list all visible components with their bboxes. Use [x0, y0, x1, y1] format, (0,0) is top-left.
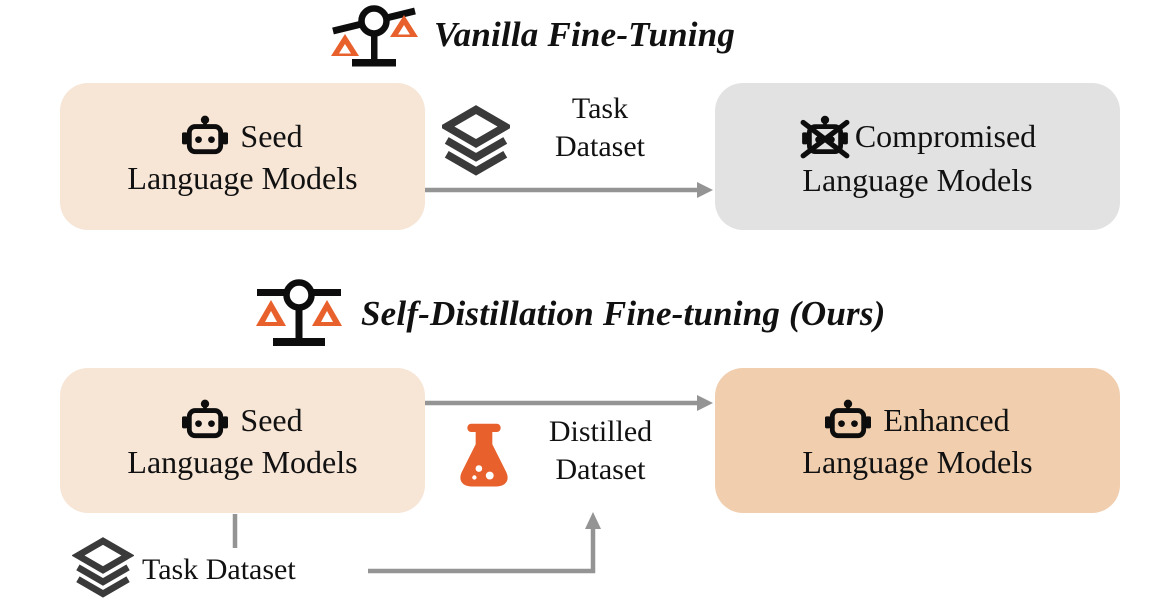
enhanced-label2: Language Models — [802, 443, 1033, 480]
enhanced-box: Enhanced Language Models — [715, 368, 1120, 513]
layers-icon — [442, 105, 510, 182]
arrowhead-sdft — [697, 395, 713, 411]
sdft-seed-line2: Language Models — [127, 441, 357, 483]
distilled-label-line1: Distilled — [548, 415, 653, 448]
robot-icon — [182, 115, 228, 157]
unbalanced-scale-icon — [328, 2, 420, 68]
task-label-line2: Dataset — [555, 130, 645, 163]
line-task-dataset-to-distilled — [368, 527, 596, 574]
arrowhead-up-distilled — [585, 512, 601, 529]
robot-icon — [182, 399, 228, 441]
compromised-label1: Compromised — [854, 117, 1037, 154]
robot-icon — [825, 399, 871, 441]
task-label-line1: Task — [571, 92, 629, 125]
compromised-label2: Language Models — [802, 161, 1033, 198]
sdft-task-dataset-label: Task Dataset — [142, 553, 296, 586]
distilled-label-line2: Dataset — [555, 453, 646, 486]
vanilla-seed-label2: Language Models — [127, 159, 358, 196]
compromised-box: Compromised Language Models — [715, 83, 1120, 230]
enhanced-line2: Language Models — [802, 441, 1032, 483]
layers-icon — [72, 537, 134, 603]
compromised-line1: Compromised — [799, 113, 1036, 159]
sdft-seed-line1: Seed — [182, 399, 303, 441]
sdft-title-group: Self-Distillation Fine-tuning (Ours) — [253, 278, 886, 350]
vanilla-title-group: Vanilla Fine-Tuning — [328, 2, 735, 68]
vanilla-seed-label1: Seed — [240, 117, 303, 154]
distilled-dataset-label: Distilled Dataset — [518, 413, 683, 489]
sdft-seed-label2: Language Models — [127, 443, 358, 480]
vanilla-seed-line1: Seed — [182, 115, 303, 157]
vanilla-seed-line2: Language Models — [127, 157, 357, 199]
crossed-robot-icon — [799, 113, 851, 159]
balanced-scale-icon — [253, 278, 345, 350]
vanilla-task-dataset-label: Task Dataset — [520, 90, 680, 166]
vanilla-seed-box: Seed Language Models — [60, 83, 425, 230]
flask-icon — [452, 422, 516, 492]
vanilla-title: Vanilla Fine-Tuning — [434, 15, 736, 54]
sdft-seed-box: Seed Language Models — [60, 368, 425, 513]
sdft-seed-label1: Seed — [240, 401, 303, 438]
enhanced-label1: Enhanced — [883, 401, 1010, 438]
enhanced-line1: Enhanced — [825, 399, 1010, 441]
arrowhead-vanilla — [697, 182, 713, 198]
compromised-line2: Language Models — [802, 159, 1032, 201]
sdft-title: Self-Distillation Fine-tuning (Ours) — [361, 294, 886, 333]
